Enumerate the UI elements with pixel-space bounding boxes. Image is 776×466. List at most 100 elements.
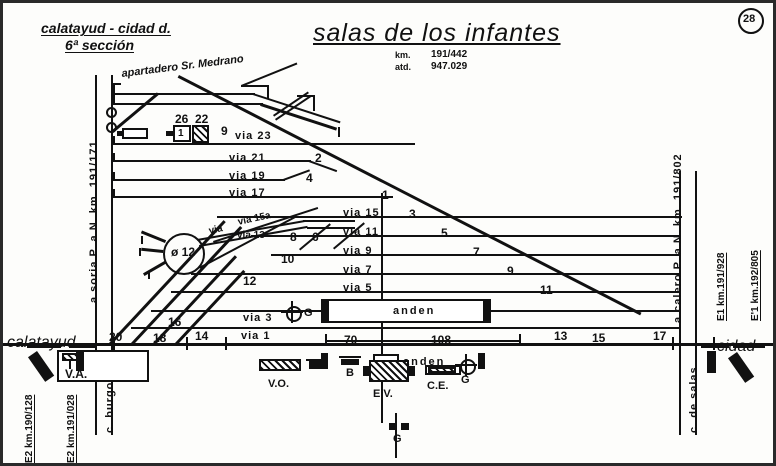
- track-via9: [271, 254, 681, 256]
- building-box-1: [173, 125, 191, 142]
- turnout-number-4: 4: [306, 171, 313, 185]
- track-via17-b: [115, 196, 393, 198]
- turnout-number-9-upper: 9: [221, 124, 228, 138]
- track-label-via1: via 1: [241, 330, 271, 342]
- track-label-via19: via 19: [229, 170, 266, 182]
- g-marker-cross-v-1: [291, 301, 293, 323]
- g-label-3: G: [393, 433, 402, 445]
- turnout-number-20: 20: [109, 330, 123, 344]
- track-via17-stub: [113, 189, 115, 198]
- atd-label: atd.: [395, 62, 412, 72]
- ev-building: [369, 360, 409, 382]
- building-box-hatched: [192, 125, 209, 143]
- g-marker-cross-v-2: [465, 354, 467, 376]
- turnout-number-12: 12: [243, 274, 257, 288]
- turnout-number-18: 18: [153, 331, 167, 345]
- page-number-badge: [738, 8, 764, 34]
- turnout-number-7: 7: [473, 245, 480, 259]
- b-building-cap: [339, 356, 361, 358]
- siding-end-stub: [338, 127, 340, 137]
- track-via19: [115, 179, 285, 181]
- g-marker-circle-1: [286, 306, 302, 322]
- vo-marker-small: [309, 361, 325, 369]
- turntable-label: ø 12: [171, 245, 196, 259]
- building-box-small: [122, 128, 148, 139]
- siding-number-22: 22: [195, 112, 209, 126]
- b-label: B: [346, 367, 354, 379]
- siding-branch-cap: [297, 95, 315, 97]
- dimension-tick-2: [519, 334, 521, 346]
- platform-lower-end-right: [478, 353, 485, 369]
- turnout-number-11: 11: [540, 283, 553, 297]
- turntable-spoke-1: [140, 230, 167, 243]
- g-label-2: G: [461, 374, 470, 386]
- main-line-tick-right2: [713, 337, 715, 350]
- building-box-1-label: 1: [178, 128, 184, 139]
- boundary-line-soria-2: [111, 75, 113, 435]
- signal-e2-190-128: E2 km.190/128: [24, 394, 35, 463]
- track-label-via11: via 11: [343, 226, 379, 238]
- ev-building-wing-left: [363, 366, 371, 376]
- siding-branch-top-v: [267, 85, 269, 99]
- track-via5: [171, 291, 681, 293]
- siding-upper-run: [113, 103, 263, 105]
- header-line-2: 6ª sección: [65, 37, 134, 53]
- turntable-spoke-2: [141, 247, 164, 253]
- dimension-line: [325, 340, 520, 342]
- turnout-number-13: 13: [554, 329, 568, 343]
- signal-e2-191-028: E2 km.191/028: [66, 394, 77, 463]
- main-line-tick-left3: [225, 337, 227, 350]
- track-label-via7: via 7: [343, 264, 373, 276]
- ce-building-hatch: [428, 367, 456, 373]
- turnout-number-1: 1: [382, 188, 389, 202]
- siding-stub-v: [113, 83, 115, 105]
- track-via23-stub: [113, 136, 115, 145]
- track-via13-cap: [307, 227, 355, 229]
- signal-e1p-192-805: E'1 km.192/805: [750, 250, 761, 321]
- signal-post-e1p: [727, 352, 755, 383]
- boundary-line-soria: [95, 75, 97, 435]
- track-label-via23: via 23: [235, 130, 272, 142]
- g-bottom-marker-a: [389, 423, 397, 430]
- dimension-70: 70: [344, 333, 358, 347]
- va-label: V.A.: [65, 367, 88, 381]
- g-marker-circle-2: [460, 359, 476, 375]
- track-via21-stub: [113, 153, 115, 162]
- track-via23: [115, 143, 415, 145]
- platform-upper-end-right: [483, 301, 489, 321]
- siding-upper-run2: [115, 93, 255, 95]
- platform-upper: [321, 299, 491, 323]
- signal-post-e2-a: [27, 351, 55, 382]
- b-building: [341, 359, 359, 365]
- track-via15a-cap: [303, 220, 355, 222]
- main-line-track: [3, 343, 773, 346]
- vo-label: V.O.: [268, 378, 289, 390]
- km-label: km.: [395, 50, 411, 60]
- g-bottom-marker-b: [401, 423, 409, 430]
- track-via11: [251, 235, 681, 237]
- main-line-tick-left2: [186, 337, 188, 350]
- label-a-calero: a calero P. a N. km. 191/802: [672, 153, 684, 323]
- km-value: 191/442: [431, 49, 468, 60]
- boundary-line-calero: [679, 171, 681, 435]
- label-c-burgos: c. burgos: [104, 374, 116, 433]
- track-label-via9: via 9: [343, 245, 373, 257]
- dimension-tick-1: [381, 334, 383, 346]
- ev-building-wing-right: [407, 366, 415, 376]
- turntable-spoke-cap-1: [141, 236, 143, 244]
- ground-frame-circle-1: [106, 107, 117, 118]
- turntable-spoke-3: [142, 260, 167, 276]
- dimension-tick-0: [325, 334, 327, 346]
- track-via19-stub: [113, 172, 115, 181]
- page-number: 28: [743, 13, 756, 25]
- platform-lower-label: anden: [403, 356, 446, 368]
- turnout-number-14: 14: [195, 329, 209, 343]
- turnout-number-2: 2: [315, 151, 322, 165]
- g-label-1: G: [304, 307, 313, 319]
- siding-branch-top-h: [241, 85, 269, 87]
- track-via21: [115, 160, 311, 162]
- building-box-1-tab: [166, 131, 173, 136]
- ev-label: E.V.: [373, 388, 393, 400]
- main-line-tick-left: [113, 337, 115, 350]
